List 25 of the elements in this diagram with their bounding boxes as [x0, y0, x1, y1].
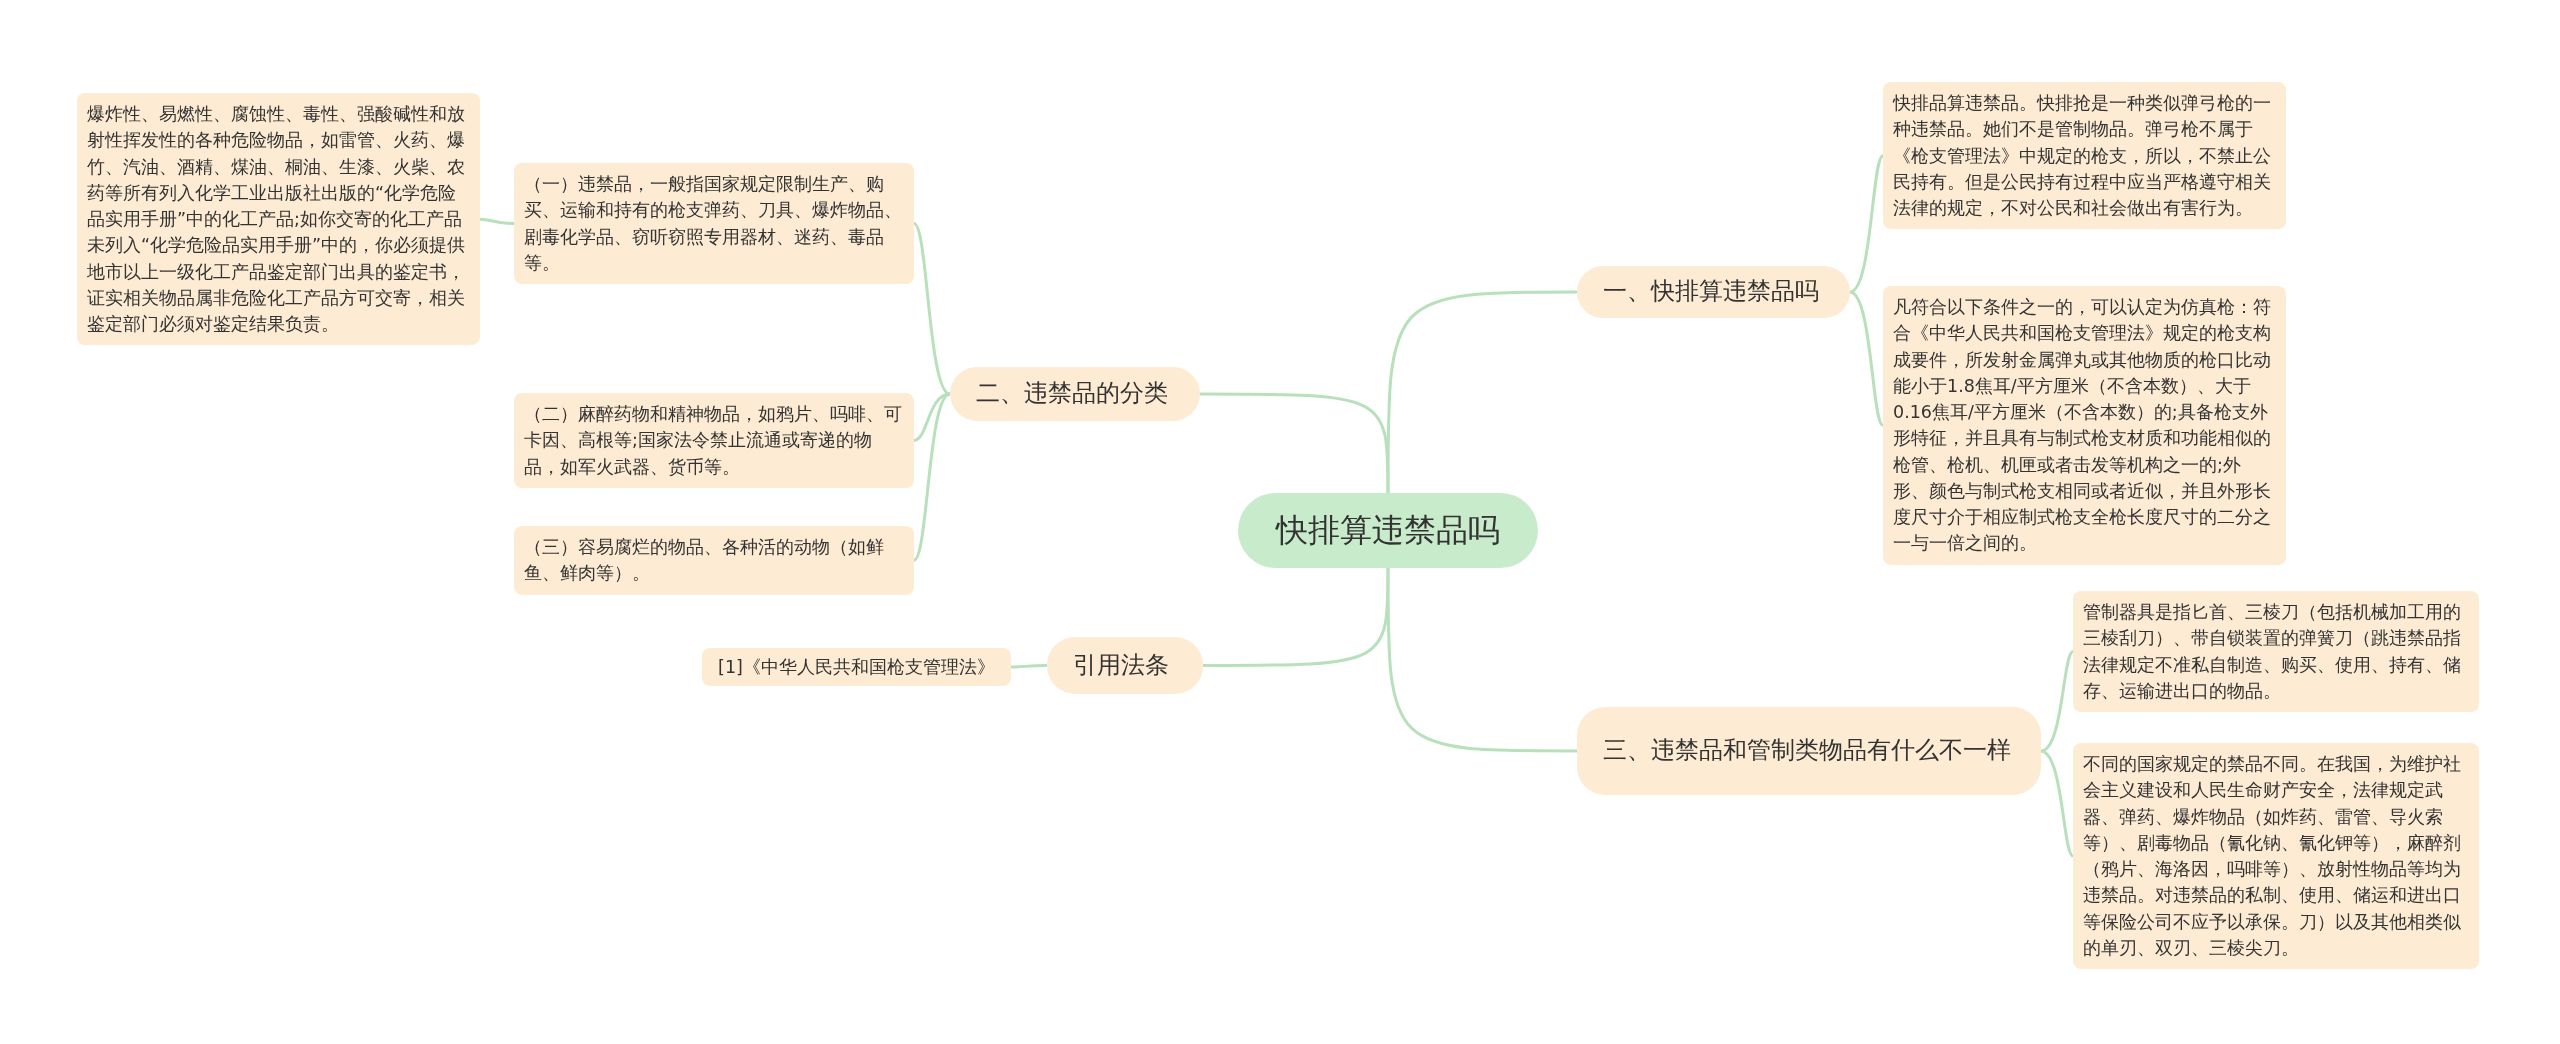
note-box: 爆炸性、易燃性、腐蚀性、毒性、强酸碱性和放射性挥发性的各种危险物品，如雷管、火药、爆竹、汽油、酒精、煤油、桐油、生漆、火柴、农药等所有列入化学工业出版社出版的“化学危险品实用手册”中的化工产品;如你交寄的化工产品未列入“化学危险品实用手册”中的，你必须提供地市以上一级化工产品鉴定部门出具的鉴定书，证实相关物品属非危险化工产品方可交寄，相关鉴定部门必须对鉴定结果负责。: [77, 93, 480, 346]
topic-box: 三、违禁品和管制类物品有什么不一样: [1577, 707, 2041, 795]
note-box: 凡符合以下条件之一的，可以认定为仿真枪：符合《中华人民共和国枪支管理法》规定的枪支构成要件，所发射金属弹丸或其他物质的枪口比动能小于1.8焦耳/平方厘米（不含本数）、大于0.16焦耳/平方厘米（不含本数）的;具备枪支外形特征，并且具有与制式枪支材质和功能相似的枪管、枪机、机匣或者击发等机构之一的;外形、颜色与制式枪支相同或者近似，并且外形长度尺寸介于相应制式枪支全枪长度尺寸的二分之一与一倍之间的。: [1883, 286, 2286, 565]
connector-line: [2040, 749, 2074, 858]
connector-line: [1200, 392, 1390, 493]
note-box: 管制器具是指匕首、三棱刀（包括机械加工用的三棱刮刀）、带自锁装置的弹簧刀（跳违禁品指法律规定不准私自制造、购买、使用、持有、储存、运输进出口的物品。: [2073, 591, 2479, 712]
topic-box: 二、违禁品的分类: [950, 367, 1200, 421]
central-topic: 快排算违禁品吗: [1238, 493, 1538, 568]
note-box: 快排品算违禁品。快排抢是一种类似弹弓枪的一种违禁品。她们不是管制物品。弹弓枪不属于《枪支管理法》中规定的枪支，所以，不禁止公民持有。但是公民持有过程中应当严格遵守相关法律的规定，不对公民和社会做出有害行为。: [1883, 82, 2286, 230]
connector-line: [1203, 568, 1390, 667]
note-box: [1]《中华人民共和国枪支管理法》: [702, 648, 1011, 686]
note-box: （二）麻醉药物和精神物品，如鸦片、吗啡、可卡因、高根等;国家法令禁止流通或寄递的物品，如军火武器、货币等。: [514, 393, 914, 488]
connector-line: [912, 222, 951, 396]
connector-line: [1386, 568, 1577, 753]
connector-line: [912, 392, 951, 562]
note-box: （一）违禁品，一般指国家规定限制生产、购买、运输和持有的枪支弹药、刀具、爆炸物品、剧毒化学品、窃听窃照专用器材、迷药、毒品等。: [514, 163, 914, 284]
connector-line: [1011, 664, 1047, 669]
connector-line: [479, 217, 515, 225]
note-box: （三）容易腐烂的物品、各种活的动物（如鲜鱼、鲜肉等）。: [514, 526, 914, 595]
topic-box: 一、快排算违禁品吗: [1577, 266, 1850, 318]
connector-line: [1849, 290, 1885, 427]
connector-line: [1849, 154, 1885, 294]
connector-line: [2040, 650, 2074, 753]
topic-box: 引用法条: [1047, 637, 1203, 694]
note-box: 不同的国家规定的禁品不同。在我国，为维护社会主义建设和人民生命财产安全，法律规定武器、弹药、爆炸物品（如炸药、雷管、导火索等）、剧毒物品（氰化钠、氰化钾等），麻醉剂（鸦片、海洛因，吗啡等）、放射性物品等均为违禁品。对违禁品的私制、使用、储运和进出口等保险公司不应予以承保。刀）以及其他相类似的单刃、双刃、三棱尖刀。: [2073, 743, 2479, 969]
